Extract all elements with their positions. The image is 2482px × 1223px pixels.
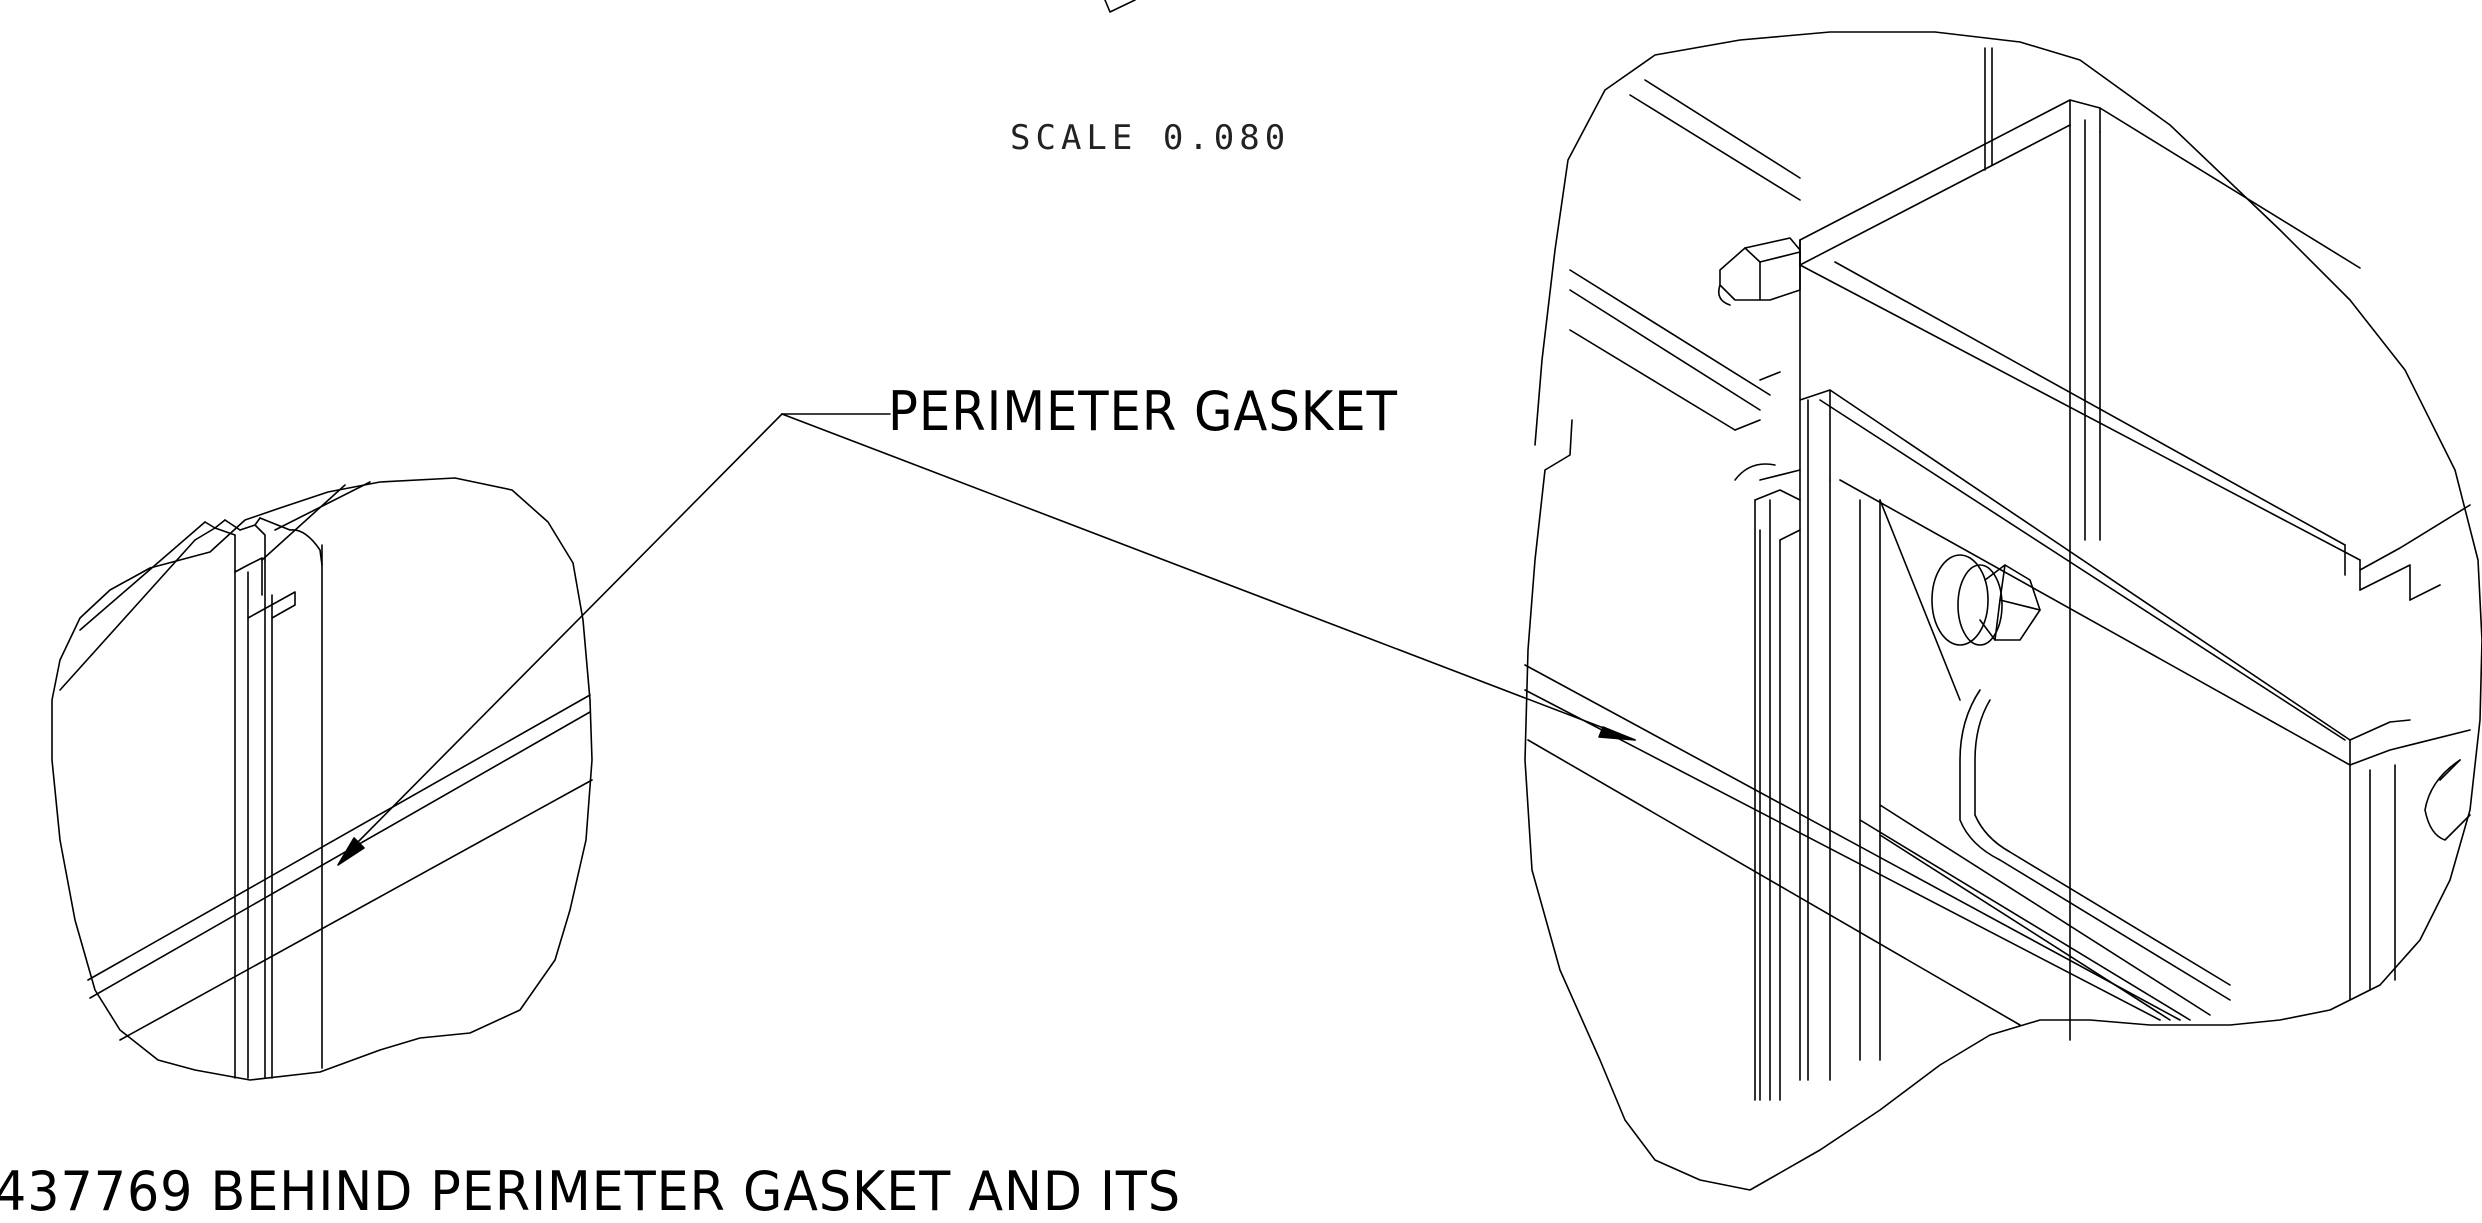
bolt-top xyxy=(1717,237,1801,306)
arrowhead-right xyxy=(1598,726,1636,741)
arrowhead-left xyxy=(337,837,365,866)
leader-to-right-detail xyxy=(781,413,1636,741)
scale-note: SCALE 0.080 xyxy=(1010,118,1291,158)
right-detail-view xyxy=(1524,31,2482,1191)
callout-label: PERIMETER GASKET xyxy=(888,380,1398,443)
leader-to-left-detail xyxy=(349,413,783,851)
bottom-note: 437769 BEHIND PERIMETER GASKET AND ITS xyxy=(0,1160,1182,1223)
left-detail-view xyxy=(51,477,593,1081)
bolt-middle xyxy=(1931,554,2041,646)
callout-leaders xyxy=(337,413,1636,866)
left-detail-boundary xyxy=(51,477,593,1081)
right-detail-boundary xyxy=(1524,31,2482,1191)
top-fragment xyxy=(1104,0,1136,13)
